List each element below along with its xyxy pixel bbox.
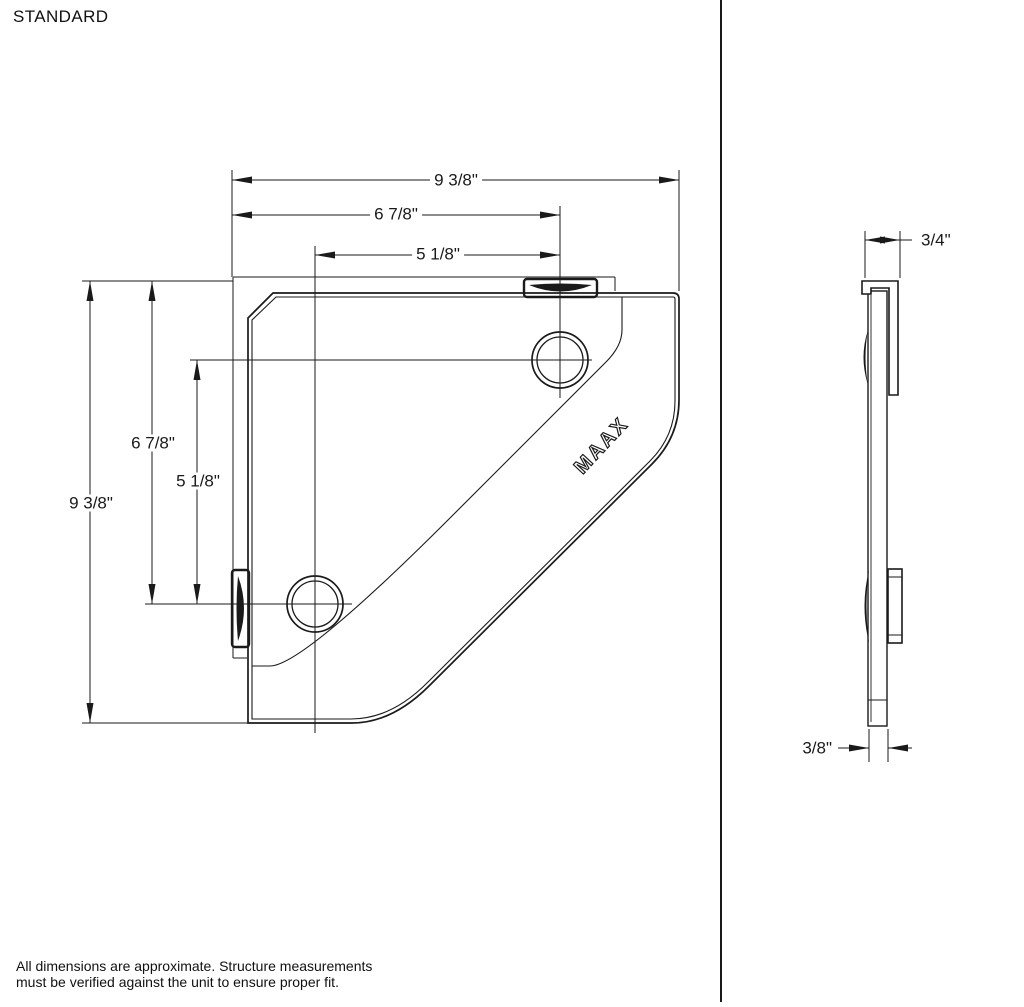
dim-label-thickness: 3/8": [802, 738, 832, 758]
footnote: All dimensions are approximate. Structur…: [16, 958, 372, 990]
shelf-inner-rim: [252, 297, 623, 667]
clip-bump-mid: [864, 570, 869, 643]
dim-label-top-mid: 6 7/8": [370, 205, 422, 223]
clip-bracket-mid: [887, 568, 903, 644]
side-dimension-lines: [838, 231, 912, 762]
arrowheads: [86, 176, 679, 723]
side-view-profile: [861, 280, 903, 727]
back-plate: [867, 290, 888, 727]
wall-flange-lines: [232, 276, 616, 659]
plan-view-shelf: [230, 276, 680, 724]
shelf-outer-outline: [247, 292, 680, 724]
clip-bump-top: [863, 330, 868, 385]
mounting-clip-left: [230, 568, 251, 649]
page-title: STANDARD: [13, 7, 109, 26]
dim-label-left-total: 9 3/8": [65, 494, 117, 512]
shelf-outer-inner-edge: [251, 296, 676, 720]
dim-label-left-inner: 5 1/8": [172, 472, 224, 490]
dim-label-top-inner: 5 1/8": [412, 245, 464, 263]
dim-label-hook-depth: 3/4": [921, 230, 951, 250]
footnote-line-1: All dimensions are approximate. Structur…: [16, 958, 373, 974]
dim-label-top-total: 9 3/8": [430, 171, 482, 189]
dim-label-left-mid: 6 7/8": [127, 434, 179, 452]
top-hook: [861, 280, 899, 396]
footnote-line-2: must be verified against the unit to ens…: [16, 974, 339, 990]
